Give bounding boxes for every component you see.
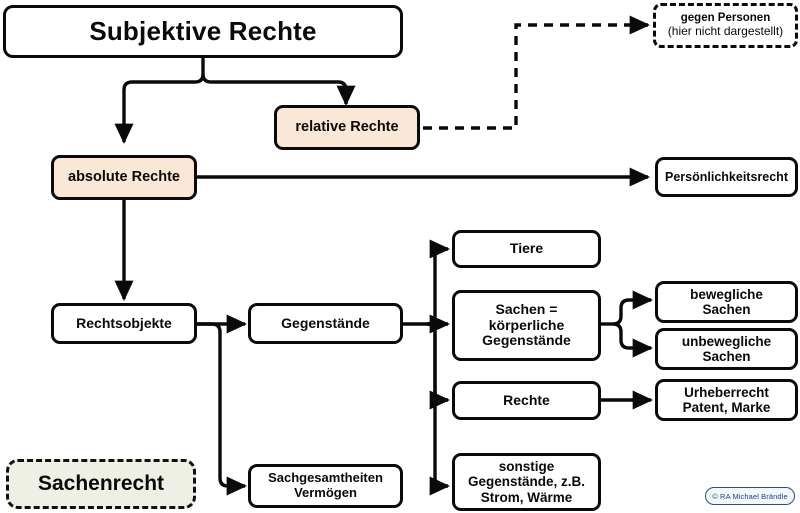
edge-gegenstaende-to-tiere [426,239,451,326]
node-label: Rechtsobjekte [76,314,172,331]
node-unbewegliche-sachen[interactable]: unbewegliche Sachen [655,328,798,370]
node-label: Sachenrecht [37,472,165,496]
node-relative-rechte[interactable]: relative Rechte [274,105,420,150]
node-label: relative Rechte [295,119,399,136]
node-label-line2: (hier nicht dargestellt) [667,24,784,39]
node-label: absolute Rechte [68,169,180,186]
credit-label: © RA Michael Brändle [712,491,788,501]
node-sachenrecht[interactable]: Sachenrecht [6,459,196,509]
node-tiere[interactable]: Tiere [452,230,601,268]
edge-gegenstaende-to-sonstige [426,322,451,496]
node-sachen-koerperliche-gegenstaende[interactable]: Sachen = körperliche Gegenstände [452,290,601,361]
node-absolute-rechte[interactable]: absolute Rechte [51,155,197,200]
node-label: Persönlichkeitsrecht [665,170,788,184]
node-rechte[interactable]: Rechte [452,381,601,420]
node-label: Gegenstände [281,314,370,331]
node-label-line1: gegen Personen [680,12,771,25]
node-subjektive-rechte[interactable]: Subjektive Rechte [3,5,403,58]
node-label: Tiere [509,240,544,257]
node-label: Rechte [503,391,550,408]
node-urheberrecht-patent-marke[interactable]: Urheberrecht Patent, Marke [655,379,798,421]
node-label: Urheberrecht Patent, Marke [682,384,771,415]
edge-rechtsobjekte-to-sachgesamtheiten [197,322,248,496]
node-label: sonstige Gegenstände, z.B. Strom, Wärme [467,459,586,505]
node-label: Sachgesamtheiten Vermögen [268,470,383,500]
node-sachgesamtheiten-vermoegen[interactable]: Sachgesamtheiten Vermögen [248,464,403,508]
node-label-stack: gegen Personen (hier nicht dargestellt) [668,12,783,38]
node-persoenlichkeitsrecht[interactable]: Persönlichkeitsrecht [655,157,798,197]
node-gegen-personen[interactable]: gegen Personen (hier nicht dargestellt) [653,3,798,48]
edge-title-to-absolute [114,73,205,145]
credit-badge: © RA Michael Brändle [705,487,795,505]
edge-title-to-relative [201,73,356,107]
node-label: Subjektive Rechte [89,15,317,46]
edge-sachen-to-beweglich [612,290,654,326]
node-rechtsobjekte[interactable]: Rechtsobjekte [51,303,197,344]
node-label: Sachen = körperliche Gegenstände [482,300,571,349]
node-sonstige-gegenstaende[interactable]: sonstige Gegenstände, z.B. Strom, Wärme [452,453,601,511]
edge-relative-to-gegen-personen [423,15,651,130]
edge-gegenstaende-to-rechte [426,322,451,410]
node-label: bewegliche Sachen [690,286,763,317]
edge-sachen-to-unbeweglich [612,322,654,358]
node-label: unbewegliche Sachen [681,333,772,364]
node-bewegliche-sachen[interactable]: bewegliche Sachen [655,281,798,323]
node-gegenstaende[interactable]: Gegenstände [248,303,403,344]
